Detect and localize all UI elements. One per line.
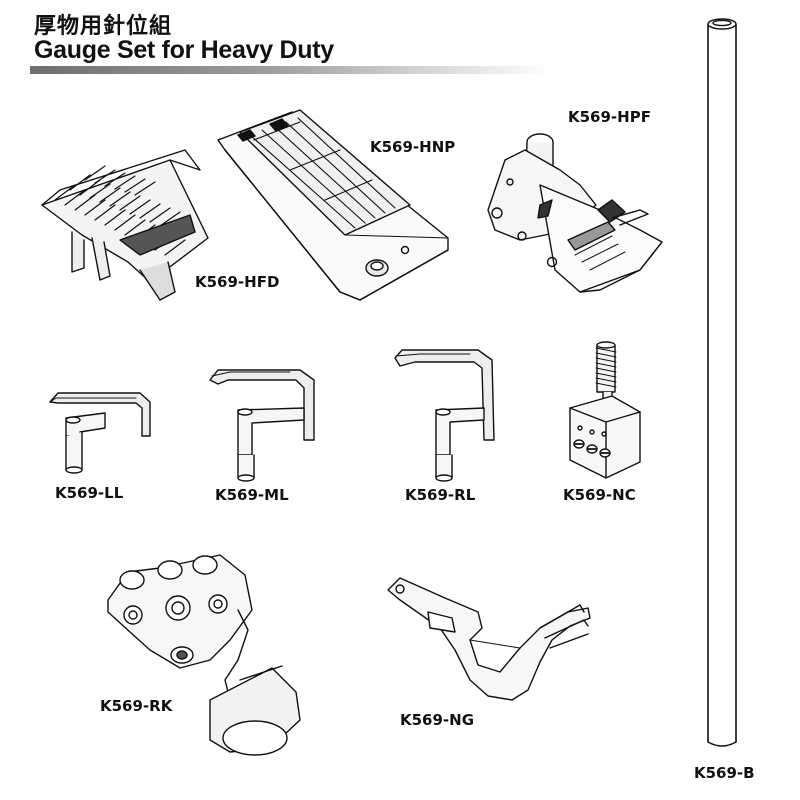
part-label-ml: K569-ML <box>215 486 289 504</box>
part-label-rk: K569-RK <box>100 697 173 715</box>
looper-ll-drawing <box>50 393 150 473</box>
feed-dog-hfd-drawing <box>42 150 208 300</box>
presser-foot-hpf-drawing <box>488 134 662 292</box>
part-label-hpf: K569-HPF <box>568 108 651 126</box>
looper-rl-drawing <box>395 350 494 481</box>
title-underline-bar <box>30 66 550 74</box>
needle-guard-ng-drawing <box>388 578 590 700</box>
page-title: Gauge Set for Heavy Duty <box>34 36 334 64</box>
needle-plate-hnp-drawing <box>218 110 448 300</box>
page-title-chinese: 厚物用針位組 <box>34 14 173 39</box>
part-label-hfd: K569-HFD <box>195 273 280 291</box>
needle-clamp-nc-drawing <box>570 342 640 478</box>
part-label-ng: K569-NG <box>400 711 475 729</box>
part-label-nc: K569-NC <box>563 486 636 504</box>
needle-bar-b-drawing <box>708 19 736 746</box>
part-label-rl: K569-RL <box>405 486 476 504</box>
part-label-hnp: K569-HNP <box>370 138 456 156</box>
part-label-b: K569-B <box>694 764 755 782</box>
looper-ml-drawing <box>210 370 314 481</box>
part-label-ll: K569-LL <box>55 484 124 502</box>
needle-bar-holder-rk-drawing <box>108 555 300 755</box>
